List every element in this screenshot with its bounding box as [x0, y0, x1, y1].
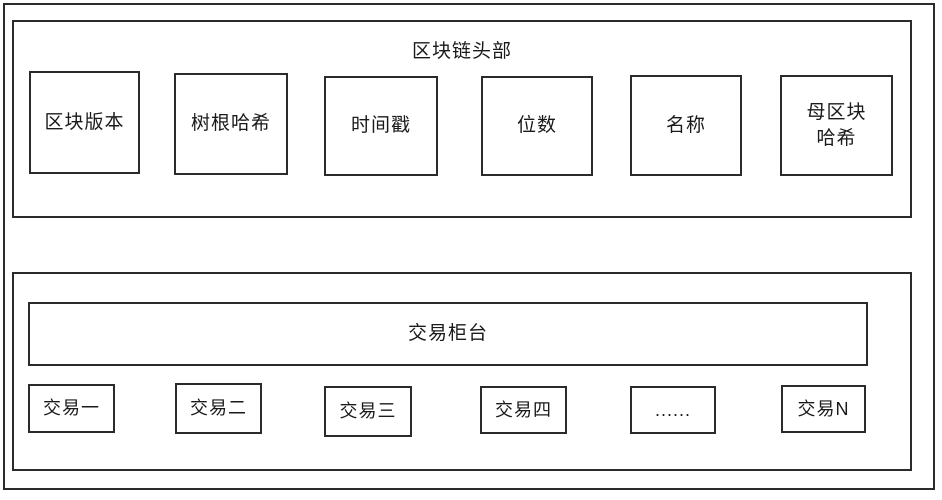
transaction-box-4: 交易四: [480, 386, 567, 434]
blockchain-header-section: 区块链头部: [12, 20, 912, 218]
field-box-tree-root-hash: 树根哈希: [174, 73, 288, 175]
transaction-counter-box: 交易柜台: [28, 302, 868, 366]
field-box-name: 名称: [630, 75, 742, 176]
transaction-box-n: 交易N: [781, 385, 866, 433]
blockchain-header-title: 区块链头部: [411, 41, 512, 62]
transaction-box-1: 交易一: [28, 384, 115, 433]
transaction-box-ellipsis: ......: [630, 386, 716, 434]
field-box-timestamp: 时间戳: [324, 76, 438, 176]
field-box-block-version: 区块版本: [29, 71, 140, 174]
transaction-box-2: 交易二: [175, 383, 262, 434]
transaction-box-3: 交易三: [324, 386, 412, 437]
outer-frame: [3, 3, 935, 490]
field-box-bits: 位数: [481, 76, 593, 176]
field-box-parent-block-hash: 母区块 哈希: [780, 75, 893, 176]
